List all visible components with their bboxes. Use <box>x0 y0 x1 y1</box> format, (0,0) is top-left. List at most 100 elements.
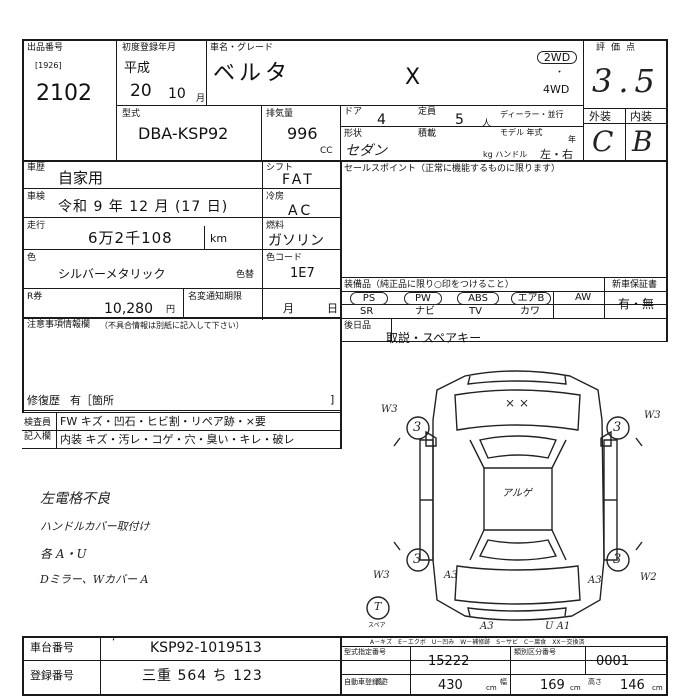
use-value: 自家用 <box>58 169 104 187</box>
load-label: 積載 <box>418 129 437 139</box>
mark-w3-rear: W3 <box>373 570 390 581</box>
equip-aw: AW <box>575 292 592 303</box>
grade: X <box>405 65 421 90</box>
fuel-label: 燃料 <box>266 221 285 231</box>
capacity-unit: 人 <box>482 119 492 129</box>
equip-airbag: エアB <box>511 292 551 305</box>
inspection-value: 令和 9 年 12 月 (17 日) <box>58 199 229 215</box>
notes-sub: （不具合情報は別紙に記入して下さい） <box>100 321 244 330</box>
equip-leather: カワ <box>520 306 540 317</box>
ac-value: AC <box>288 203 314 219</box>
shape-label: 形状 <box>344 129 363 139</box>
mark-xx-left: × <box>505 396 516 410</box>
mark-a3-left: A3 <box>444 570 458 581</box>
class-value: 0001 <box>596 654 630 669</box>
first-reg-label: 初度登録年月 <box>122 43 177 53</box>
lot-number: 2102 <box>36 81 92 106</box>
shift-value: FAT <box>282 172 315 188</box>
color-code: 1E7 <box>290 266 315 281</box>
mark-xx-right: × <box>519 396 530 410</box>
length-value: 430 <box>438 678 463 693</box>
chassis-label: 車台番号 <box>30 641 74 654</box>
doors: 4 <box>377 112 386 128</box>
equip-tv: TV <box>469 306 482 317</box>
mark-spare: T <box>374 600 382 613</box>
length-cm: cm <box>486 684 497 692</box>
equip-pw: PW <box>404 292 442 305</box>
wheel-rr-mark: 3 <box>613 552 622 567</box>
recycle-label: R券 <box>27 292 43 302</box>
color-code-label: 色コード <box>266 253 303 263</box>
reg-year: 20 <box>130 81 152 101</box>
month-label: 月 <box>283 302 294 315</box>
body-shape: セダン <box>345 143 387 159</box>
type-label: 型式 <box>122 109 141 119</box>
name-label: 車名・グレード <box>210 43 274 53</box>
handwritten-note-3: 各 A・U <box>40 547 87 561</box>
interior-label: 内装 <box>630 110 652 123</box>
warranty-label: 新車保証書 <box>612 280 658 290</box>
ac-label: 冷房 <box>266 192 285 202</box>
accessories-value: 取説・スペアキー <box>386 331 482 345</box>
exterior-checks: FW キズ・凹石・ヒビ割・リペア跡・×要 <box>60 415 266 428</box>
cc-unit: CC <box>320 146 333 156</box>
height-label: 高さ <box>588 678 602 686</box>
equip-ps: PS <box>350 292 388 305</box>
exterior-label: 外装 <box>589 110 611 123</box>
name-change-label: 名変通知期限 <box>188 292 243 302</box>
lot-label: 出品番号 <box>27 43 64 53</box>
inspection-label: 車検 <box>27 192 46 202</box>
capacity-label: 定員 <box>418 107 437 117</box>
accessories-label: 後日品 <box>344 321 372 331</box>
km-unit: km <box>210 232 228 245</box>
height-value: 146 <box>620 678 645 693</box>
handwritten-note-2: ハンドルカバー取付け <box>40 520 150 533</box>
chassis-tick: ‘ <box>112 637 116 648</box>
mark-w3-right: W3 <box>644 410 661 421</box>
plate-label: 登録番号 <box>30 669 74 682</box>
yen-unit: 円 <box>166 305 176 315</box>
year-unit: 年 <box>568 135 576 144</box>
mileage-value: 6万2千108 <box>88 229 173 247</box>
color-value: シルバーメタリック <box>58 267 166 281</box>
displacement-label: 排気量 <box>266 109 294 119</box>
model-cert-label: 型式指定番号 <box>344 648 386 656</box>
use-label: 車歴 <box>27 163 46 173</box>
wheel-rl-mark: 3 <box>413 552 422 567</box>
spare-label: スペア <box>368 622 386 629</box>
interior-checks: 内装 キズ・汚レ・コゲ・穴・臭い・キレ・破レ <box>60 433 295 446</box>
width-cm: cm <box>570 684 581 692</box>
mark-w3-front: W3 <box>381 404 398 415</box>
mark-a3-right: A3 <box>588 575 602 586</box>
drive-4wd: 4WD <box>543 83 570 96</box>
color-no-label: 色替 <box>236 270 255 280</box>
score-label: 評価点 <box>596 43 642 53</box>
dealer-label: ディーラー・並行 <box>500 110 564 119</box>
drive-2wd: 2WD <box>537 51 577 64</box>
handle-value: 左・右 <box>540 148 573 161</box>
day-label: 日 <box>327 302 338 315</box>
equip-abs: ABS <box>457 292 499 305</box>
reg-month: 10 <box>168 86 186 102</box>
drive-dot: ・ <box>555 68 565 78</box>
car-name: ベルタ <box>213 61 292 86</box>
inspector-label: 検査員 <box>24 418 52 428</box>
notes-label: 注意事項情報欄 <box>27 320 91 330</box>
displacement: 996 <box>287 124 318 143</box>
wheel-fl-mark: 3 <box>413 420 422 435</box>
capacity: 5 <box>455 112 464 128</box>
lot-sub: [1926] <box>35 61 62 70</box>
era: 平成 <box>124 61 151 76</box>
wheel-fr-mark: 3 <box>613 420 622 435</box>
exterior-grade: C <box>592 125 614 158</box>
shift-label: シフト <box>266 163 294 173</box>
entry-label: 記入欄 <box>24 432 52 442</box>
repair-bracket: ] <box>330 393 335 406</box>
mark-a3-rear: A3 <box>480 621 494 632</box>
mark-w2: W2 <box>640 572 657 583</box>
interior-grade: B <box>632 125 653 158</box>
mark-roof: アルゲ <box>502 488 532 499</box>
handwritten-note-4: Dミラー、Wカバー A <box>40 573 149 586</box>
type-value: DBA-KSP92 <box>138 124 229 143</box>
kg-handle: kg ハンドル <box>483 150 528 159</box>
